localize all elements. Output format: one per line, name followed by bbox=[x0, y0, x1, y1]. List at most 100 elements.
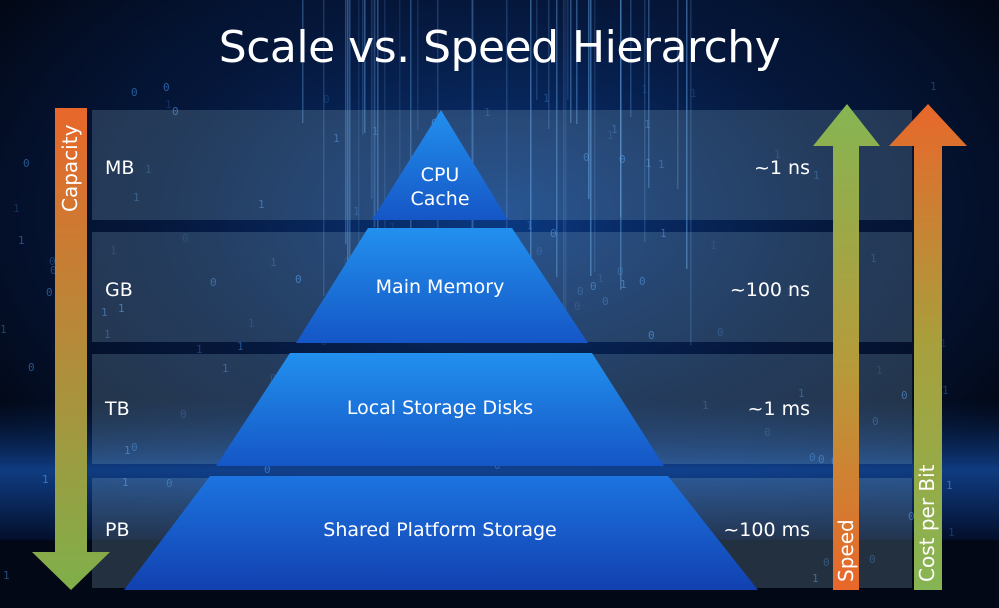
svg-text:1: 1 bbox=[710, 239, 717, 252]
svg-text:0: 0 bbox=[166, 477, 173, 490]
pyramid-tier-cpu-cache bbox=[372, 110, 508, 220]
svg-text:0: 0 bbox=[639, 275, 646, 288]
speed-arrow-label: Speed bbox=[834, 519, 858, 582]
capacity-label-mb: MB bbox=[105, 157, 135, 179]
pyramid-tier-shared-storage bbox=[124, 476, 758, 590]
svg-text:1: 1 bbox=[124, 444, 131, 457]
pyramid-tier-main-memory bbox=[296, 228, 588, 343]
svg-text:0: 0 bbox=[619, 153, 626, 166]
svg-text:1: 1 bbox=[948, 526, 955, 539]
svg-text:1: 1 bbox=[372, 125, 379, 138]
svg-text:0: 0 bbox=[574, 300, 581, 313]
pyramid-tier-local-storage bbox=[216, 353, 664, 466]
svg-text:0: 0 bbox=[180, 408, 187, 421]
svg-text:1: 1 bbox=[641, 83, 648, 96]
svg-text:0: 0 bbox=[872, 415, 879, 428]
svg-text:1: 1 bbox=[222, 362, 229, 375]
svg-text:1: 1 bbox=[118, 302, 125, 315]
svg-text:1: 1 bbox=[543, 92, 550, 105]
svg-text:0: 0 bbox=[46, 286, 53, 299]
svg-text:1: 1 bbox=[196, 343, 203, 356]
svg-text:0: 0 bbox=[908, 510, 915, 523]
svg-text:0: 0 bbox=[28, 361, 35, 374]
svg-text:1: 1 bbox=[3, 569, 10, 582]
svg-text:0: 0 bbox=[550, 227, 557, 240]
svg-text:1: 1 bbox=[620, 278, 627, 291]
svg-text:1: 1 bbox=[18, 234, 25, 247]
capacity-label-tb: TB bbox=[105, 398, 130, 420]
svg-text:1: 1 bbox=[526, 219, 533, 232]
svg-text:1: 1 bbox=[611, 123, 618, 136]
svg-text:1: 1 bbox=[774, 148, 781, 161]
latency-label-1: ~1 ns bbox=[754, 157, 810, 179]
svg-text:0: 0 bbox=[717, 326, 724, 339]
capacity-label-pb: PB bbox=[105, 519, 130, 541]
svg-text:1: 1 bbox=[145, 163, 152, 176]
svg-text:1: 1 bbox=[798, 387, 805, 400]
svg-text:1: 1 bbox=[353, 205, 360, 218]
svg-text:0: 0 bbox=[163, 81, 170, 94]
speed-arrow bbox=[813, 104, 880, 590]
svg-text:1: 1 bbox=[946, 479, 953, 492]
page-title: Scale vs. Speed Hierarchy bbox=[218, 22, 781, 73]
svg-text:0: 0 bbox=[617, 265, 624, 278]
svg-text:0: 0 bbox=[23, 157, 30, 170]
svg-text:0: 0 bbox=[823, 556, 830, 569]
svg-text:0: 0 bbox=[323, 93, 330, 106]
svg-text:1: 1 bbox=[876, 364, 883, 377]
capacity-arrow-label: Capacity bbox=[58, 124, 82, 212]
svg-text:1: 1 bbox=[333, 132, 340, 145]
svg-text:0: 0 bbox=[583, 151, 590, 164]
svg-text:0: 0 bbox=[590, 280, 597, 293]
svg-text:1: 1 bbox=[870, 252, 877, 265]
svg-text:1: 1 bbox=[942, 384, 949, 397]
capacity-arrow bbox=[32, 108, 110, 590]
svg-text:1: 1 bbox=[0, 323, 7, 336]
svg-text:1: 1 bbox=[660, 227, 667, 240]
svg-text:0: 0 bbox=[210, 276, 217, 289]
svg-text:1: 1 bbox=[813, 169, 820, 182]
svg-text:1: 1 bbox=[110, 244, 117, 257]
svg-text:0: 0 bbox=[602, 295, 609, 308]
svg-text:0: 0 bbox=[901, 389, 908, 402]
svg-text:0: 0 bbox=[536, 245, 543, 258]
svg-text:1: 1 bbox=[645, 157, 652, 170]
svg-text:1: 1 bbox=[104, 328, 111, 341]
svg-text:0: 0 bbox=[809, 451, 816, 464]
svg-text:0: 0 bbox=[818, 453, 825, 466]
svg-text:0: 0 bbox=[869, 553, 876, 566]
svg-text:1: 1 bbox=[133, 191, 140, 204]
cost-per-bit-arrow-label: Cost per Bit bbox=[915, 464, 939, 582]
svg-text:1: 1 bbox=[597, 272, 604, 285]
svg-text:1: 1 bbox=[786, 286, 793, 299]
svg-text:1: 1 bbox=[940, 337, 947, 350]
svg-text:0: 0 bbox=[131, 86, 138, 99]
svg-text:1: 1 bbox=[658, 158, 665, 171]
svg-text:1: 1 bbox=[101, 306, 108, 319]
latency-label-2: ~100 ns bbox=[729, 279, 810, 301]
svg-text:1: 1 bbox=[270, 256, 277, 269]
svg-text:0: 0 bbox=[49, 255, 56, 268]
latency-label-3: ~1 ms bbox=[747, 398, 810, 420]
tier-label-local-storage: Local Storage Disks bbox=[346, 397, 534, 419]
svg-text:1: 1 bbox=[484, 106, 491, 119]
svg-text:1: 1 bbox=[812, 572, 819, 585]
band-tier-1 bbox=[92, 110, 912, 220]
svg-text:1: 1 bbox=[258, 198, 265, 211]
tier-label-cpu-cache: CPU Cache bbox=[410, 164, 470, 210]
svg-text:1: 1 bbox=[930, 80, 937, 93]
svg-text:1: 1 bbox=[607, 129, 614, 142]
svg-text:0: 0 bbox=[648, 329, 655, 342]
svg-text:1: 1 bbox=[248, 317, 255, 330]
tier-label-main-memory: Main Memory bbox=[375, 276, 505, 298]
cost-per-bit-arrow bbox=[889, 104, 967, 590]
svg-text:0: 0 bbox=[182, 232, 189, 245]
svg-text:1: 1 bbox=[13, 202, 20, 215]
svg-text:0: 0 bbox=[295, 273, 302, 286]
svg-text:1: 1 bbox=[389, 221, 396, 234]
svg-text:0: 0 bbox=[264, 463, 271, 476]
svg-text:1: 1 bbox=[690, 87, 697, 100]
svg-text:1: 1 bbox=[702, 399, 709, 412]
